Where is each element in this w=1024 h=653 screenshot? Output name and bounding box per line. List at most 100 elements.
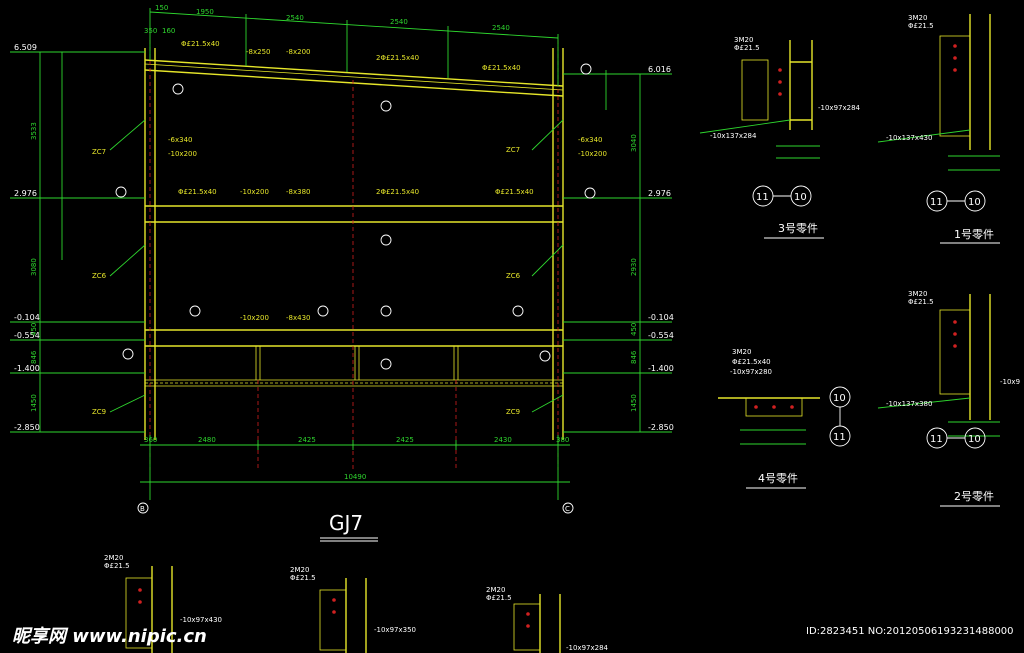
bd3-plate: -10x97x284 bbox=[566, 644, 609, 652]
elev-right-6: -2.850 bbox=[648, 423, 674, 432]
d1-plate: -10x137x430 bbox=[886, 134, 932, 142]
d3-bolts: 3M20 bbox=[734, 36, 753, 44]
side-note-right-b: -10x200 bbox=[578, 150, 607, 158]
top-small-2: 350 bbox=[144, 27, 157, 35]
brace-right-1: ZC7 bbox=[506, 146, 520, 154]
height-right-2: 2930 bbox=[630, 258, 638, 276]
mid-note-c: 2Φ£21.5x40 bbox=[376, 188, 419, 196]
d2-title: 2号零件 bbox=[954, 490, 994, 503]
drawing-title: GJ7 bbox=[329, 511, 363, 535]
detail-1: 3M20 Φ£21.5 -10x137x430 11 10 1号零件 bbox=[877, 14, 1000, 244]
mid-note-hole: Φ£21.5x40 bbox=[178, 188, 217, 196]
main-frame bbox=[10, 8, 672, 514]
detail-4: 3M20 Φ£21.5x40 -10x97x280 10 11 4号零件 bbox=[718, 348, 851, 489]
d4-hole: Φ£21.5x40 bbox=[732, 358, 771, 366]
d1-ref-a: 11 bbox=[930, 197, 943, 208]
bd1-bolts: 2M20 bbox=[104, 554, 123, 562]
d3-stiff: -10x97x284 bbox=[818, 104, 861, 112]
elev-left-5: -1.400 bbox=[14, 364, 40, 373]
height-right-3: 450 bbox=[630, 323, 638, 336]
brace-left-1: ZC7 bbox=[92, 148, 106, 156]
top-dim-4: 2540 bbox=[492, 24, 510, 32]
bottom-dim-6: 380 bbox=[556, 436, 569, 444]
top-small-3: 160 bbox=[162, 27, 175, 35]
d3-ref-b: 10 bbox=[794, 192, 807, 203]
height-left-2: 3080 bbox=[30, 258, 38, 276]
brace-left-2: ZC6 bbox=[92, 272, 107, 280]
top-dim-3: 2540 bbox=[390, 18, 408, 26]
bottom-dim-5: 2430 bbox=[494, 436, 512, 444]
height-left-5: 1450 bbox=[30, 394, 38, 412]
d3-hole: Φ£21.5 bbox=[734, 44, 760, 52]
detail-2: 3M20 Φ£21.5 -10x137x380 -10x9 11 10 2号零件 bbox=[877, 290, 1020, 507]
d3-plate: -10x137x284 bbox=[710, 132, 757, 140]
roof-note-b: -8x200 bbox=[286, 48, 310, 56]
height-left-1: 3533 bbox=[30, 122, 38, 140]
height-right-5: 1450 bbox=[630, 394, 638, 412]
height-right-4: 846 bbox=[630, 350, 638, 364]
bd2-plate: -10x97x350 bbox=[374, 626, 416, 634]
d2-bolts: 3M20 bbox=[908, 290, 927, 298]
elev-right-1: 6.016 bbox=[648, 65, 671, 74]
mid-note-a: -10x200 bbox=[240, 188, 269, 196]
d4-title: 4号零件 bbox=[758, 472, 798, 485]
axis-label-c: C bbox=[565, 505, 570, 513]
d2-stiff: -10x9 bbox=[1000, 378, 1020, 386]
low-note-b: -8x430 bbox=[286, 314, 310, 322]
brace-right-2: ZC6 bbox=[506, 272, 521, 280]
bd3-hole: Φ£21.5 bbox=[486, 594, 512, 602]
height-left-4: 846 bbox=[30, 350, 38, 364]
side-note-right-a: -6x340 bbox=[578, 136, 602, 144]
roof-note-d: Φ£21.5x40 bbox=[482, 64, 521, 72]
bd2-bolts: 2M20 bbox=[290, 566, 309, 574]
roof-note-hole: Φ£21.5x40 bbox=[181, 40, 220, 48]
d1-ref-b: 10 bbox=[968, 197, 981, 208]
elev-left-4: -0.554 bbox=[14, 331, 40, 340]
d2-plate: -10x137x380 bbox=[886, 400, 932, 408]
elev-left-6: -2.850 bbox=[14, 423, 40, 432]
bottom-dim-3: 2425 bbox=[298, 436, 316, 444]
elev-right-3: -0.104 bbox=[648, 313, 674, 322]
bottom-details: 2M20 Φ£21.5 -10x97x430 2M20 Φ£21.5 -10x9… bbox=[104, 554, 609, 653]
elev-right-2: 2.976 bbox=[648, 189, 671, 198]
elev-right-4: -0.554 bbox=[648, 331, 674, 340]
roof-note-c: 2Φ£21.5x40 bbox=[376, 54, 419, 62]
total-dim: 10490 bbox=[344, 473, 366, 481]
top-small-1: 150 bbox=[155, 4, 168, 12]
d2-ref-b: 10 bbox=[968, 434, 981, 445]
d4-bolts: 3M20 bbox=[732, 348, 751, 356]
roof-note-a: -8x250 bbox=[246, 48, 270, 56]
bd2-hole: Φ£21.5 bbox=[290, 574, 316, 582]
main-frame-labels: 1950 2540 2540 2540 150 350 160 Φ£21.5x4… bbox=[14, 4, 674, 542]
side-note-left-b: -10x200 bbox=[168, 150, 197, 158]
elev-left-2: 2.976 bbox=[14, 189, 37, 198]
elev-right-5: -1.400 bbox=[648, 364, 674, 373]
detail-3: 3M20 Φ£21.5 -10x137x284 -10x97x284 11 10… bbox=[699, 36, 861, 239]
bottom-dim-2: 2480 bbox=[198, 436, 216, 444]
d2-ref-a: 11 bbox=[930, 434, 943, 445]
d3-title: 3号零件 bbox=[778, 222, 818, 235]
height-right-1: 3040 bbox=[630, 134, 638, 152]
d4-ref-b: 11 bbox=[833, 432, 846, 443]
top-dim-1: 1950 bbox=[196, 8, 214, 16]
side-note-left-a: -6x340 bbox=[168, 136, 192, 144]
bd1-hole: Φ£21.5 bbox=[104, 562, 130, 570]
d1-hole: Φ£21.5 bbox=[908, 22, 934, 30]
bd3-bolts: 2M20 bbox=[486, 586, 505, 594]
bd1-plate: -10x97x430 bbox=[180, 616, 222, 624]
bottom-dim-1: 360 bbox=[144, 436, 157, 444]
bottom-dim-4: 2425 bbox=[396, 436, 414, 444]
elev-left-1: 6.509 bbox=[14, 43, 37, 52]
d4-plate: -10x97x280 bbox=[730, 368, 772, 376]
elev-left-3: -0.104 bbox=[14, 313, 40, 322]
d2-hole: Φ£21.5 bbox=[908, 298, 934, 306]
d4-ref-a: 10 bbox=[833, 393, 846, 404]
low-note-a: -10x200 bbox=[240, 314, 269, 322]
mid-note-b: -8x380 bbox=[286, 188, 310, 196]
top-dim-2: 2540 bbox=[286, 14, 304, 22]
brace-left-3: ZC9 bbox=[92, 408, 106, 416]
watermark-id: ID:2823451 NO:20120506193231488000 bbox=[806, 626, 1014, 637]
brace-right-3: ZC9 bbox=[506, 408, 520, 416]
watermark-logo: 昵享网 www.nipic.cn bbox=[12, 626, 207, 647]
